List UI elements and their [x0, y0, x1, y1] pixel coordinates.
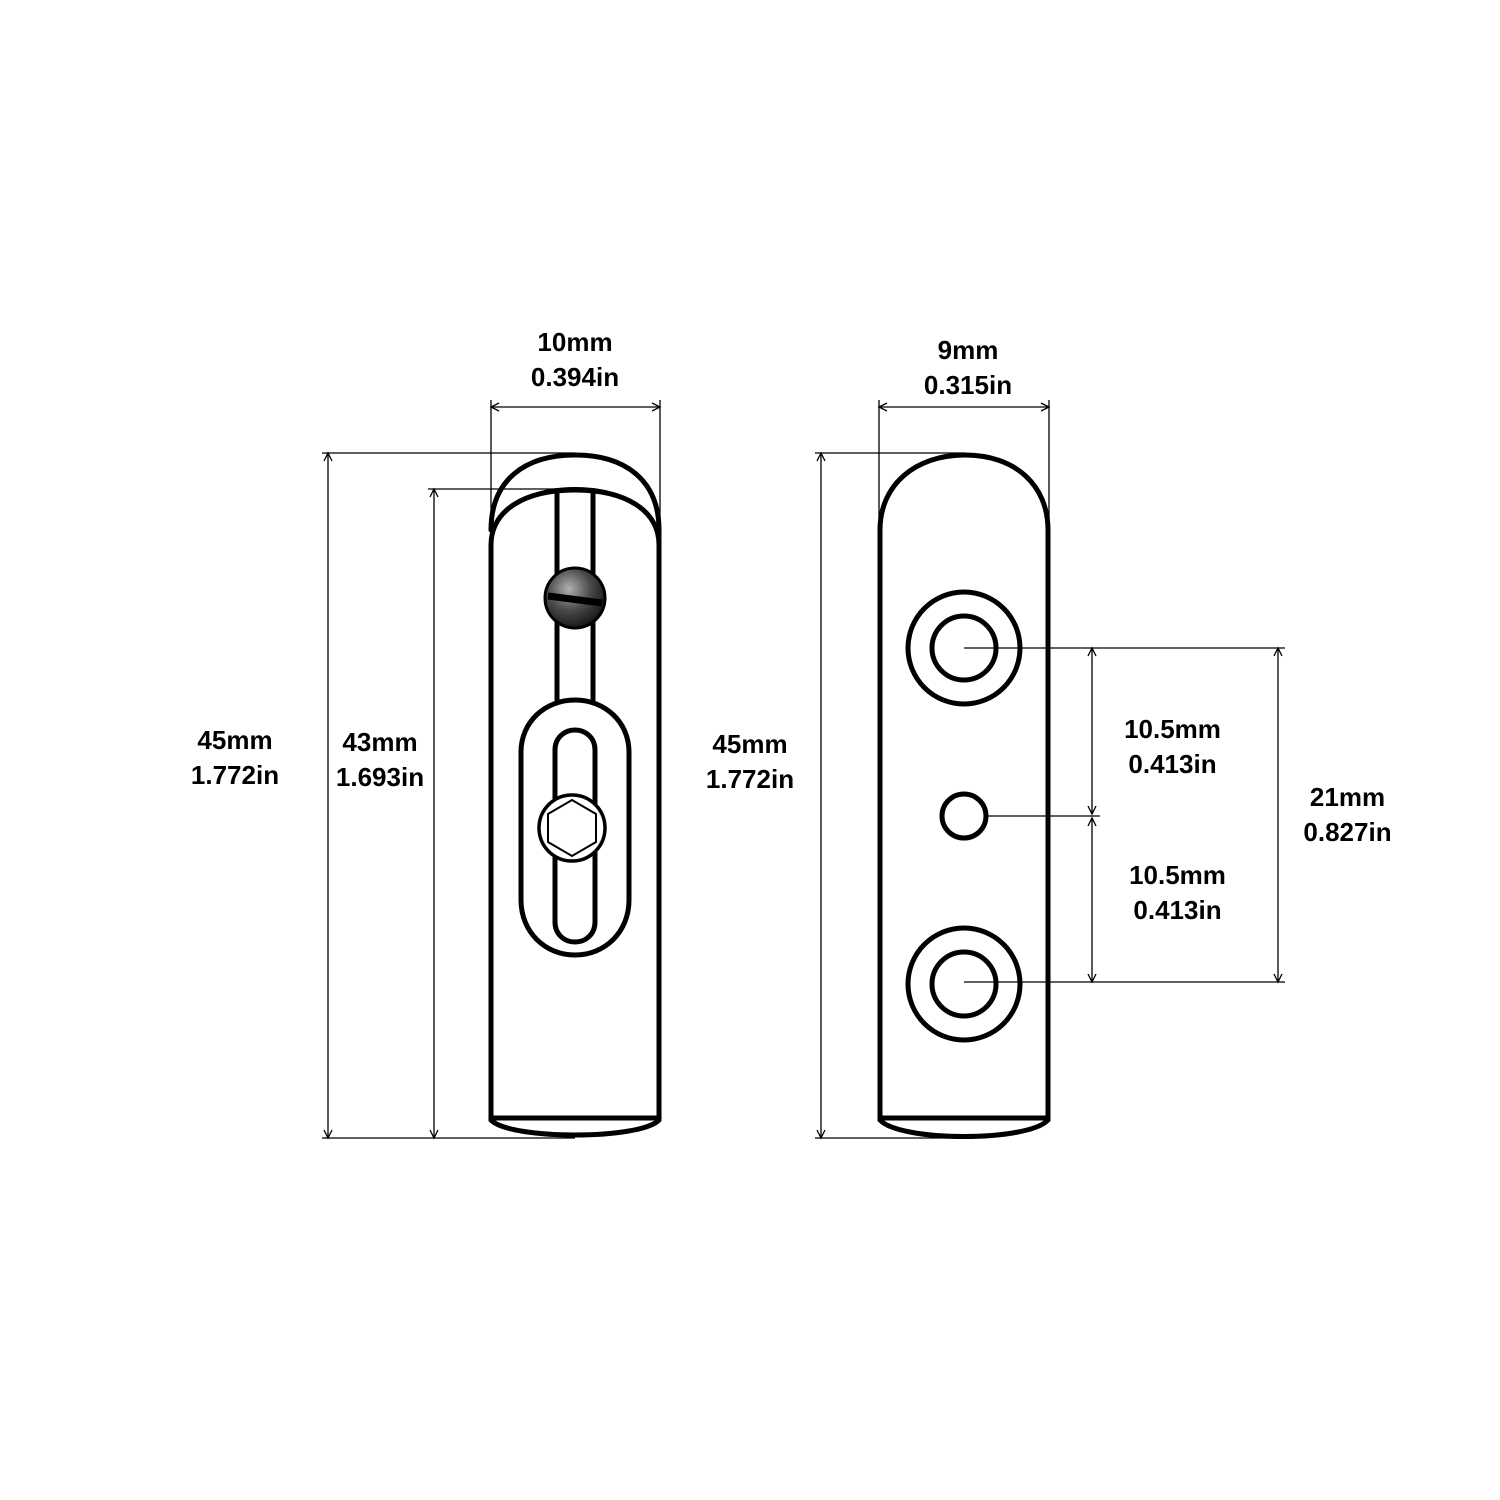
label-right-height-total-in: 1.772in: [705, 764, 795, 794]
label-right-width-mm: 9mm: [937, 335, 999, 365]
dimension-lines: [322, 400, 1285, 1140]
hex-socket-outer: [537, 793, 607, 863]
label-left-height-inner: 43mm 1.693in: [325, 725, 435, 795]
label-left-height-inner-in: 1.693in: [335, 762, 425, 792]
lower-hole-outer: [905, 925, 1023, 1043]
label-hole-spacing-lower-in: 0.413in: [1133, 895, 1222, 925]
left-oval-boss: [518, 697, 632, 958]
label-left-width-in: 0.394in: [530, 362, 620, 392]
left-part-outer-body: [488, 452, 662, 663]
label-left-width-mm: 10mm: [537, 327, 613, 357]
label-left-height-total: 45mm 1.772in: [180, 723, 290, 793]
right-part-outline: [877, 452, 1051, 1123]
label-hole-spacing-lower-mm: 10.5mm: [1129, 860, 1226, 890]
left-part-bottom-curve: [488, 1117, 662, 1138]
hex-socket-icon: [547, 798, 597, 858]
screw-slot: [547, 592, 603, 607]
label-hole-spacing-upper: 10.5mm 0.413in: [1110, 712, 1235, 782]
label-right-height-total-mm: 45mm: [712, 729, 788, 759]
left-inner-slot: [552, 727, 598, 945]
label-right-width: 9mm 0.315in: [913, 333, 1023, 403]
left-part-side-view: [488, 452, 662, 1138]
label-left-height-inner-mm: 43mm: [342, 727, 418, 757]
right-part-bottom-curve: [877, 1117, 1051, 1139]
label-left-height-total-mm: 45mm: [197, 725, 273, 755]
label-hole-spacing-upper-mm: 10.5mm: [1124, 714, 1221, 744]
label-right-height-total: 45mm 1.772in: [695, 727, 805, 797]
lower-hole-inner: [929, 949, 999, 1019]
label-hole-spacing-total: 21mm 0.827in: [1290, 780, 1405, 850]
label-hole-spacing-upper-in: 0.413in: [1128, 749, 1217, 779]
right-part-front-view: [877, 452, 1051, 1139]
label-left-width: 10mm 0.394in: [525, 325, 625, 395]
label-hole-spacing-lower: 10.5mm 0.413in: [1115, 858, 1240, 928]
left-part-inner-arc: [496, 486, 654, 526]
label-hole-spacing-total-in: 0.827in: [1303, 817, 1392, 847]
label-left-height-total-in: 1.772in: [190, 760, 280, 790]
label-right-width-in: 0.315in: [923, 370, 1013, 400]
middle-hole: [939, 791, 989, 841]
label-hole-spacing-total-mm: 21mm: [1309, 782, 1386, 812]
